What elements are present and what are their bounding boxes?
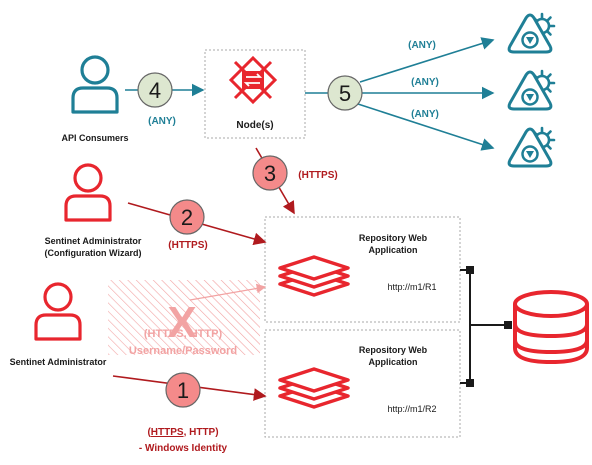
repository-box-1 [264,216,461,323]
blocked-x-mark: X [167,298,196,347]
arrow-to-service-1 [359,37,495,83]
service-gear-icon [507,12,556,54]
svg-text:3: 3 [264,161,276,186]
step1-circle: 1 [165,372,201,408]
service-gear-icon [507,126,556,168]
node-icon [228,55,278,105]
step5-protocol-label-3: (ANY) [411,109,439,120]
svg-text:1: 1 [177,378,189,403]
repository-1-subtitle: Application [369,245,418,255]
step2-protocol-label: (HTTPS) [168,240,207,251]
repository-2-layers-icon [278,367,350,409]
svg-text:2: 2 [181,205,193,230]
node-box [204,49,306,139]
step4-circle: 4 [137,72,173,108]
sentinet-admin-label: Sentinet Administrator [10,357,107,367]
step1-protocol-label: (HTTPS, HTTP) [147,427,218,438]
blocked-arrow [189,283,267,301]
step2-circle: 2 [169,199,205,235]
step1-auth-label: - Windows Identity [139,443,228,454]
sentinet-admin-wizard-person-icon [64,163,112,222]
arrow-to-service-3 [357,103,495,151]
sentinet-admin-wizard-sublabel: (Configuration Wizard) [45,248,142,258]
sentinet-admin-wizard-label: Sentinet Administrator [45,236,142,246]
repository-2-title: Repository Web [359,345,428,355]
node-label: Node(s) [236,120,273,131]
repository-2-subtitle: Application [369,357,418,367]
step4-protocol-label: (ANY) [148,116,176,127]
step5-protocol-label-2: (ANY) [411,77,439,88]
database-connector [460,266,512,387]
svg-text:4: 4 [149,78,161,103]
repository-2-url: http://m1/R2 [387,404,436,414]
step5-protocol-label-1: (ANY) [408,40,436,51]
step3-protocol-label: (HTTPS) [298,170,337,181]
svg-text:5: 5 [339,81,351,106]
sentinet-admin-person-icon [34,282,82,341]
api-consumers-label: API Consumers [61,133,128,143]
api-consumer-person-icon [71,55,119,114]
blocked-auth-label: Username/Password [129,345,237,357]
step5-circle: 5 [327,75,363,111]
step3-circle: 3 [252,155,288,191]
database-icon [513,290,589,365]
repository-1-title: Repository Web [359,233,428,243]
service-gear-icon [507,69,556,111]
repository-1-layers-icon [278,255,350,297]
repository-1-url: http://m1/R1 [387,282,436,292]
blocked-protocol-label: (HTTPS, HTTP) [144,328,223,340]
